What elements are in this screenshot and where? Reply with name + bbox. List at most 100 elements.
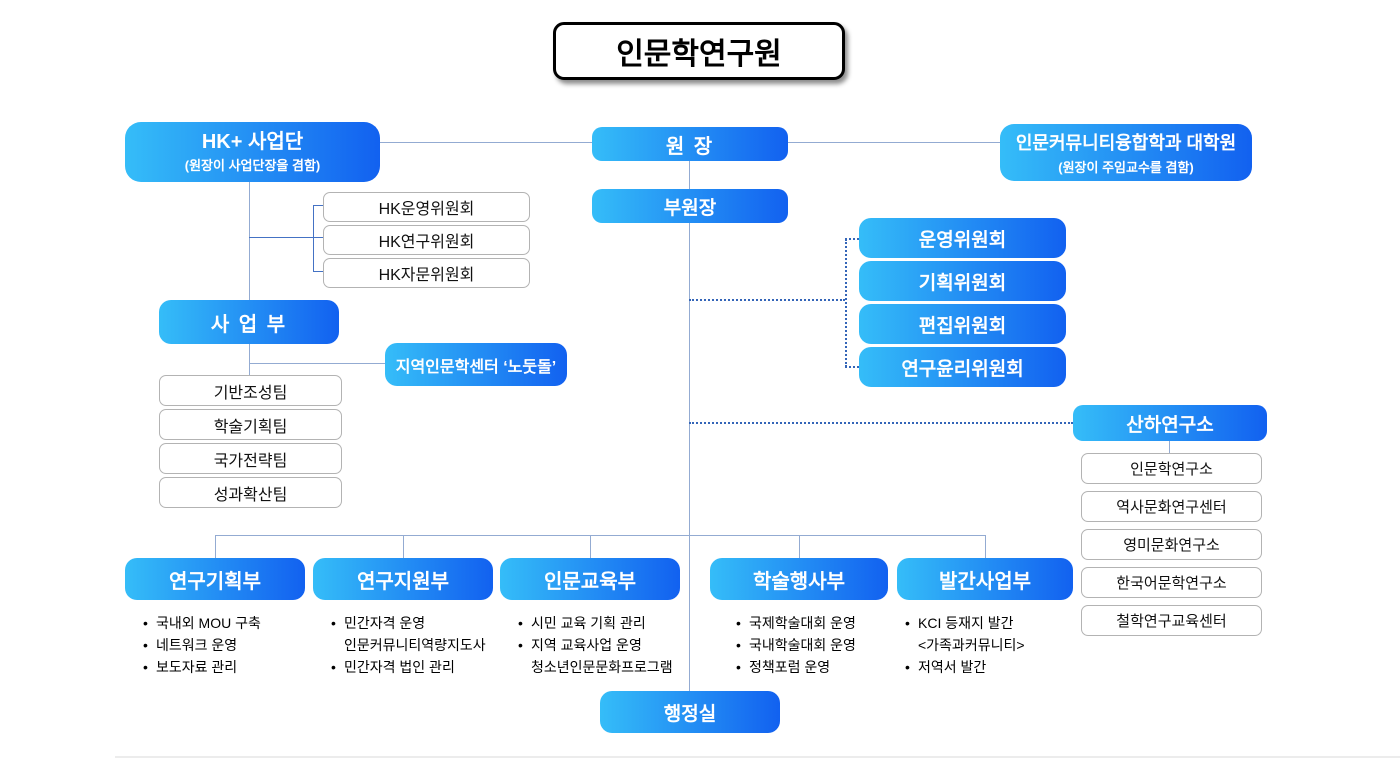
bullet-icon: • (331, 615, 336, 631)
bullet-icon: • (905, 615, 910, 631)
task-text: 민간자격 법인 관리 (344, 659, 455, 675)
node-dept-humanities-education: 인문교육부 (500, 558, 680, 600)
node-regional-center: 지역인문학센터 ‘노둣돌’ (385, 343, 567, 386)
connector-departments-horizontal (215, 535, 985, 536)
node-dept-research-support-label: 연구지원부 (357, 570, 449, 593)
task-item: <가족과커뮤니티> (905, 634, 1025, 656)
task-text: 지역 교육사업 운영 (531, 637, 642, 653)
task-text: 인문커뮤니티역량지도사 (344, 637, 486, 653)
node-team-3-label: 국가전략팀 (213, 452, 288, 470)
node-dept-publishing: 발간사업부 (897, 558, 1073, 600)
node-team-2-label: 학술기획팀 (213, 418, 288, 436)
node-dept-humanities-education-label: 인문교육부 (544, 570, 636, 593)
task-item: •네트워크 운영 (143, 634, 261, 656)
connector-dotted-bracket-vertical (845, 239, 847, 367)
node-regional-center-label: 지역인문학센터 ‘노둣돌’ (395, 358, 557, 376)
node-hk-group-name: 사업단 (247, 130, 304, 153)
node-hk-committee-1-label: HK운영위원회 (378, 201, 475, 218)
task-item: • KCI 등재지 발간 (905, 612, 1025, 634)
node-institute-5: 철학연구교육센터 (1081, 605, 1262, 636)
node-committee-2: 기획위원회 (859, 261, 1066, 301)
bullet-icon (518, 656, 531, 678)
connector-bizdept-teams (249, 344, 250, 375)
node-dept-academic-events: 학술행사부 (710, 558, 888, 600)
task-text: 국내학술대회 운영 (749, 637, 856, 653)
task-list-research-support: •민간자격 운영 인문커뮤니티역량지도사 • 민간자격 법인 관리 (331, 612, 486, 678)
connector-hkgroup-director (380, 142, 592, 143)
node-institute-2: 역사문화연구센터 (1081, 491, 1262, 522)
task-item: •민간자격 운영 (331, 612, 486, 634)
node-director: 원 장 (592, 127, 788, 161)
task-item: • 시민 교육 기획 관리 (518, 612, 673, 634)
connector-dotted-sanha (689, 422, 1073, 424)
node-committee-3: 편집위원회 (859, 304, 1066, 344)
bullet-icon: • (518, 615, 523, 631)
task-item: •국내외 MOU 구축 (143, 612, 261, 634)
node-hk-group-label: HK+ 사업단 (202, 131, 303, 153)
task-text: 정책포럼 운영 (749, 659, 831, 675)
task-list-research-planning: •국내외 MOU 구축 •네트워크 운영 •보도자료 관리 (143, 612, 261, 678)
node-affiliated-head-label: 산하연구소 (1126, 414, 1214, 436)
node-hk-committee-2-label: HK연구위원회 (378, 234, 475, 251)
node-business-dept-label: 사 업 부 (210, 313, 288, 336)
connector-drop-dept2 (403, 535, 404, 558)
node-vice-director-label: 부원장 (663, 197, 717, 219)
node-team-1: 기반조성팀 (159, 375, 342, 406)
connector-drop-dept1 (215, 535, 216, 558)
node-team-2: 학술기획팀 (159, 409, 342, 440)
node-dept-publishing-label: 발간사업부 (939, 570, 1031, 593)
node-institute-1-label: 인문학연구소 (1130, 461, 1213, 478)
task-item: 인문커뮤니티역량지도사 (331, 634, 486, 656)
task-item: •저역서 발간 (905, 656, 1025, 678)
task-list-academic-events: •국제학술대회 운영 • 국내학술대회 운영 • 정책포럼 운영 (736, 612, 856, 678)
connector-hk-bracket-bottom (313, 271, 323, 272)
node-institute-3-label: 영미문화연구소 (1123, 537, 1220, 554)
node-team-3: 국가전략팀 (159, 443, 342, 474)
node-committee-3-label: 편집위원회 (918, 315, 1007, 337)
node-hk-group: HK+ 사업단 (원장이 사업단장을 겸함) (125, 122, 380, 182)
chart-title: 인문학연구원 (553, 22, 845, 80)
connector-hk-bracket-top (313, 205, 323, 206)
node-committee-2-label: 기획위원회 (918, 272, 1007, 294)
node-team-4-label: 성과확산팀 (213, 486, 288, 504)
node-institute-3: 영미문화연구소 (1081, 529, 1262, 560)
node-committee-1-label: 운영위원회 (918, 229, 1007, 251)
bullet-icon: • (331, 659, 336, 675)
node-affiliated-head: 산하연구소 (1073, 405, 1267, 441)
bullet-icon: • (736, 637, 741, 653)
node-institute-1: 인문학연구소 (1081, 453, 1262, 484)
connector-director-grad (788, 142, 1000, 143)
node-dept-research-planning: 연구기획부 (125, 558, 305, 600)
connector-hkgroup-bizdept (249, 182, 250, 300)
node-committee-4-label: 연구윤리위원회 (901, 358, 1024, 380)
task-item: • 민간자격 법인 관리 (331, 656, 486, 678)
task-text: 청소년인문문화프로그램 (531, 659, 673, 675)
bullet-icon: • (143, 637, 148, 653)
node-institute-2-label: 역사문화연구센터 (1116, 499, 1227, 516)
node-committee-4: 연구윤리위원회 (859, 347, 1066, 387)
node-institute-5-label: 철학연구교육센터 (1116, 613, 1227, 630)
footer-divider (115, 756, 1400, 758)
node-dept-research-support: 연구지원부 (313, 558, 493, 600)
node-hk-group-subtitle: (원장이 사업단장을 겸함) (184, 157, 321, 173)
connector-hk-bracket-mid (249, 237, 323, 238)
connector-director-vice (689, 161, 690, 189)
node-committee-1: 운영위원회 (859, 218, 1066, 258)
node-business-dept: 사 업 부 (159, 300, 339, 344)
task-text: KCI 등재지 발간 (918, 615, 1014, 631)
bullet-icon: • (518, 637, 523, 653)
task-item: •국제학술대회 운영 (736, 612, 856, 634)
task-text: 국내외 MOU 구축 (156, 615, 261, 631)
node-institute-4-label: 한국어문학연구소 (1116, 575, 1227, 592)
node-vice-director: 부원장 (592, 189, 788, 223)
bullet-icon (331, 634, 344, 656)
connector-drop-dept3 (590, 535, 591, 558)
node-team-4: 성과확산팀 (159, 477, 342, 508)
bullet-icon: • (736, 659, 741, 675)
node-hk-group-prefix: HK+ (201, 130, 248, 153)
chart-title-text: 인문학연구원 (616, 38, 782, 71)
node-hk-committee-2: HK연구위원회 (323, 225, 530, 255)
task-item: 청소년인문문화프로그램 (518, 656, 673, 678)
task-text: 시민 교육 기획 관리 (531, 615, 646, 631)
